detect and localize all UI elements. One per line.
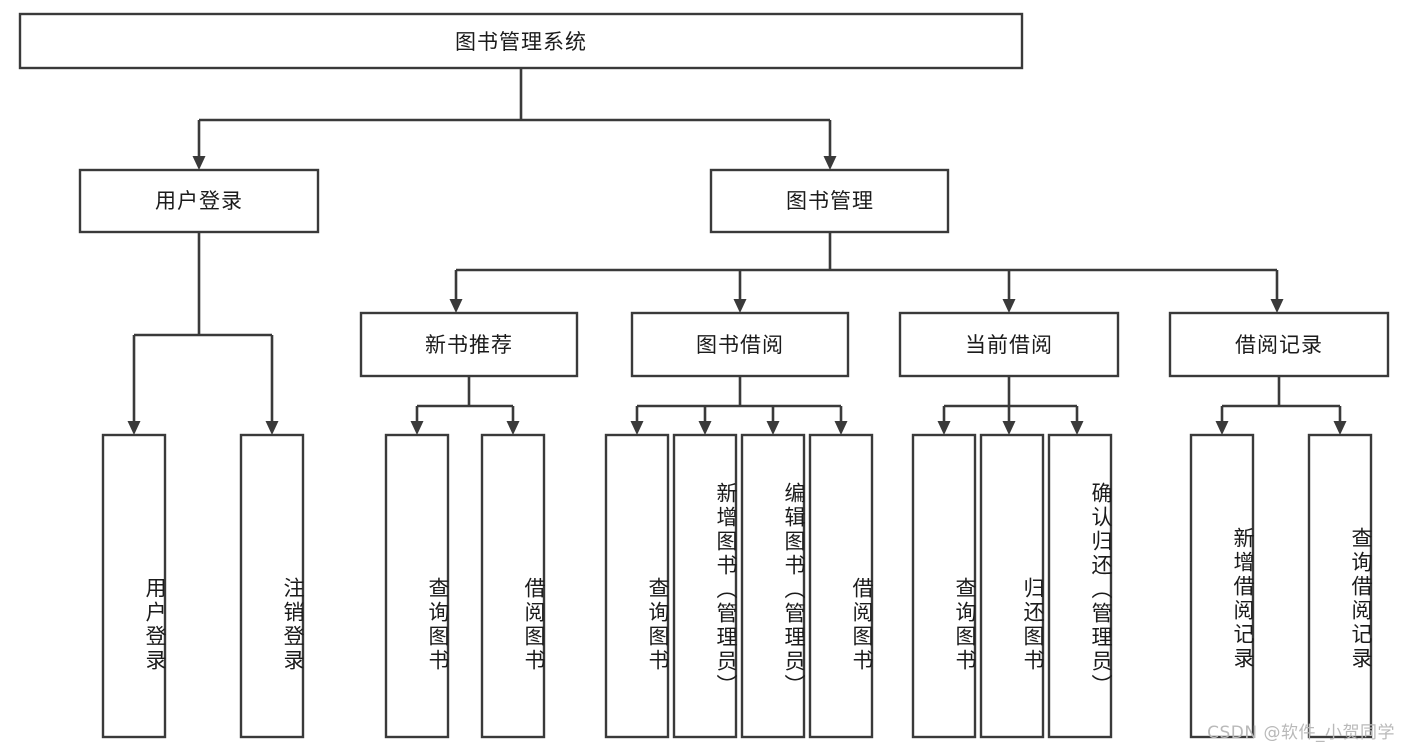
node-root-label: 图书管理系统 bbox=[455, 30, 587, 54]
node-new-book-recommend[interactable]: 新书推荐 bbox=[359, 311, 579, 378]
leaf-box-new-book-1[interactable] bbox=[480, 433, 546, 739]
leaf-box-book-borrow-3[interactable] bbox=[808, 433, 874, 739]
leaf-box-current-borrow-0[interactable] bbox=[911, 433, 977, 739]
leaf-box-borrow-record-0[interactable] bbox=[1189, 433, 1255, 739]
connector-user-login-to-leaves bbox=[127, 232, 279, 435]
leaf-box-user-login-0[interactable] bbox=[101, 433, 167, 739]
leaf-box-book-borrow-1[interactable] bbox=[672, 433, 738, 739]
node-current-borrow-label: 当前借阅 bbox=[965, 333, 1053, 357]
leaf-box-current-borrow-2[interactable] bbox=[1047, 433, 1113, 739]
connector-borrow-record-to-leaves bbox=[1215, 376, 1347, 435]
connector-book-management-to-level3 bbox=[449, 232, 1284, 313]
connector-book-borrow-to-leaves bbox=[630, 376, 848, 435]
node-current-borrow[interactable]: 当前借阅 bbox=[898, 311, 1120, 378]
connector-current-borrow-to-leaves bbox=[937, 376, 1084, 435]
node-user-login-label: 用户登录 bbox=[155, 189, 243, 213]
node-borrow-record[interactable]: 借阅记录 bbox=[1168, 311, 1390, 378]
leaf-box-new-book-0[interactable] bbox=[384, 433, 450, 739]
leaf-box-user-login-1[interactable] bbox=[239, 433, 305, 739]
leaf-box-borrow-record-1[interactable] bbox=[1307, 433, 1373, 739]
node-book-borrow[interactable]: 图书借阅 bbox=[630, 311, 850, 378]
watermark-text: CSDN @软件_小贺同学 bbox=[1207, 723, 1395, 743]
node-book-management[interactable]: 图书管理 bbox=[709, 168, 950, 234]
connector-root-to-level2 bbox=[192, 68, 837, 170]
node-book-management-label: 图书管理 bbox=[786, 189, 874, 213]
leaf-box-book-borrow-2[interactable] bbox=[740, 433, 806, 739]
node-user-login[interactable]: 用户登录 bbox=[78, 168, 320, 234]
node-book-borrow-label: 图书借阅 bbox=[696, 333, 784, 357]
leaf-box-current-borrow-1[interactable] bbox=[979, 433, 1045, 739]
node-borrow-record-label: 借阅记录 bbox=[1235, 333, 1323, 357]
connector-new-book-recommend-to-leaves bbox=[410, 376, 520, 435]
node-new-book-recommend-label: 新书推荐 bbox=[425, 333, 513, 357]
node-root[interactable]: 图书管理系统 bbox=[18, 12, 1024, 70]
leaf-box-book-borrow-0[interactable] bbox=[604, 433, 670, 739]
